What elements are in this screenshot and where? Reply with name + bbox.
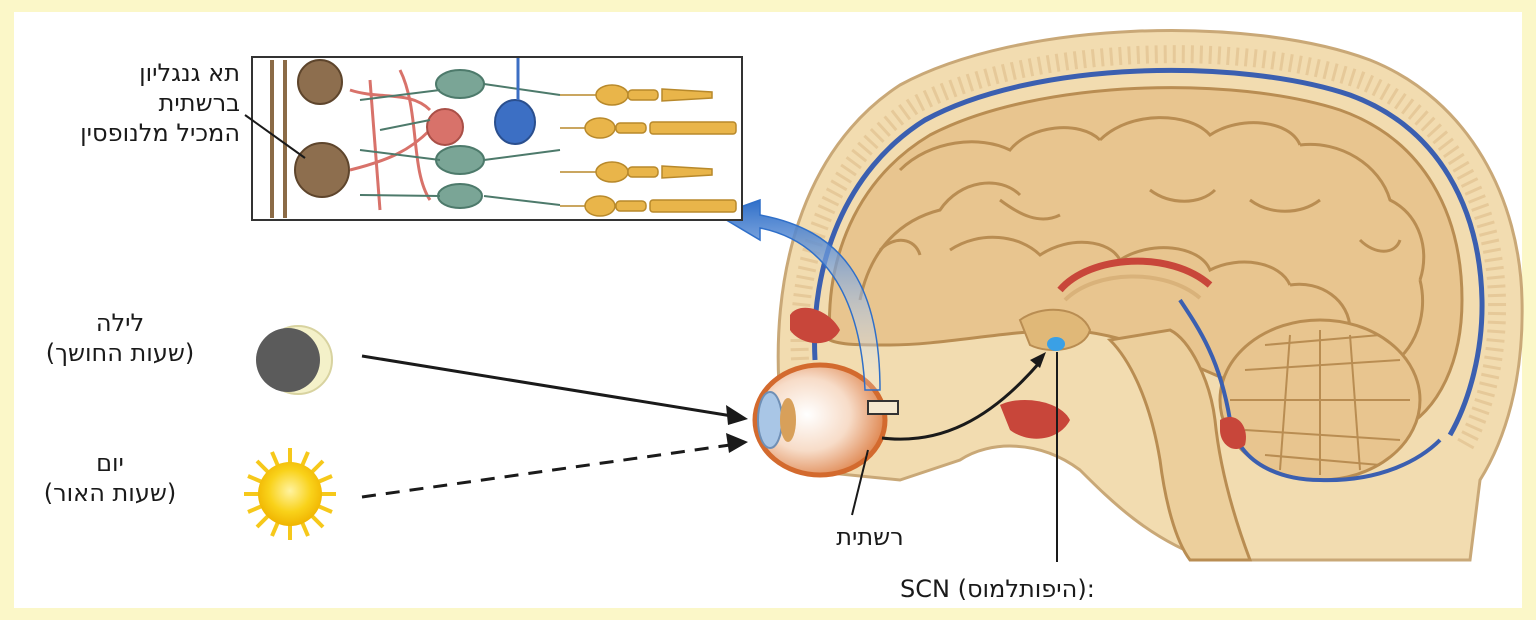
ganglion-label-line-3: המכיל מלנופסין xyxy=(80,119,240,147)
retina-inset xyxy=(244,56,743,221)
night-label: לילה (שעות החושך) xyxy=(10,308,230,368)
day-subtitle: (שעות האור) xyxy=(43,479,177,507)
retina-marker xyxy=(867,400,899,415)
eye xyxy=(752,362,899,478)
scn-dot xyxy=(1047,337,1065,351)
night-title: לילה xyxy=(95,309,145,337)
sinus-red-3 xyxy=(1220,416,1246,450)
retina-leader xyxy=(851,449,869,516)
gyri xyxy=(858,116,1426,372)
brainstem xyxy=(1106,328,1253,562)
sinus-red-2 xyxy=(1000,400,1070,439)
scn-label: SCN (היפותלמוס): xyxy=(900,575,1095,603)
ganglion-leader xyxy=(244,114,306,159)
dura-vessel xyxy=(812,67,1485,437)
skull-layer xyxy=(790,45,1507,450)
ganglion-label: תא גנגליון ברשתית המכיל מלנופסין xyxy=(20,58,240,148)
sun-icon xyxy=(244,448,336,540)
ganglion-label-line-2: ברשתית xyxy=(158,89,240,117)
night-subtitle: (שעות החושך) xyxy=(45,339,195,367)
crescent-moon-icon xyxy=(256,325,333,395)
sinus-red-1 xyxy=(790,307,840,344)
retina-label: רשתית xyxy=(836,523,904,551)
day-title: יום xyxy=(96,449,124,477)
cerebellum xyxy=(1218,318,1422,482)
ganglion-cell-1 xyxy=(297,59,343,105)
head-section xyxy=(776,28,1524,562)
night-arrow xyxy=(361,354,733,418)
day-label: יום (שעות האור) xyxy=(0,448,220,508)
corpus-callosum xyxy=(1057,257,1213,293)
retinohypothalamic-tract xyxy=(881,361,1042,441)
ganglion-label-line-1: תא גנגליון xyxy=(139,59,240,87)
day-arrow xyxy=(361,443,731,499)
ganglion-cell-2 xyxy=(294,142,350,198)
